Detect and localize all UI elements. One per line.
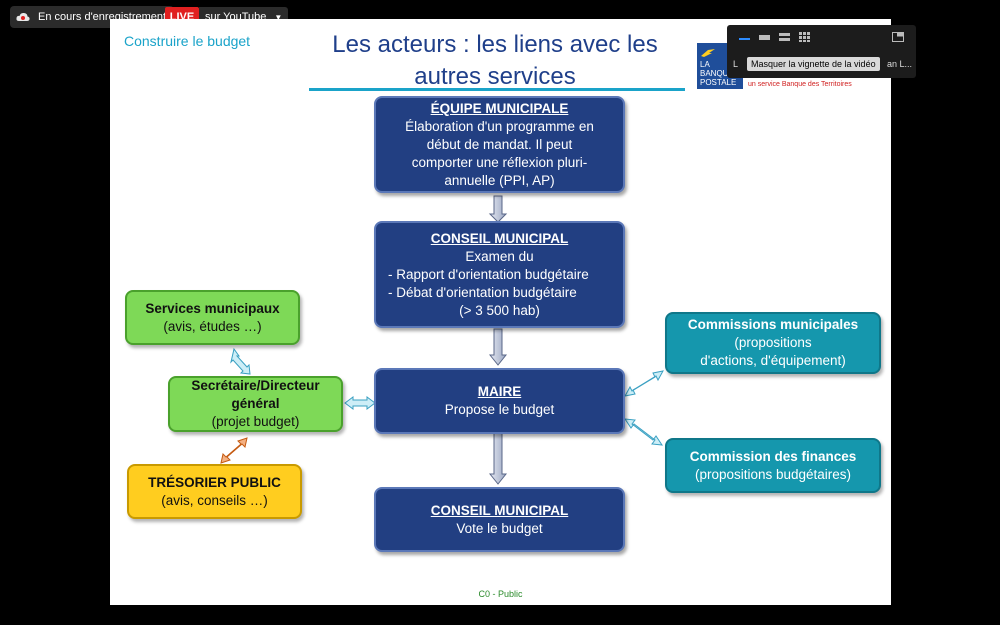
- box-commissions-municipales: Commissions municipales (propositions d'…: [665, 312, 881, 374]
- single-view-icon[interactable]: [759, 32, 770, 42]
- arrow-maire-commissions: [624, 370, 664, 397]
- grid-view-icon[interactable]: [799, 32, 810, 42]
- arrow-maire-finances: [623, 418, 664, 446]
- box-maire: MAIRE Propose le budget: [374, 368, 625, 434]
- slide-title: Les acteurs : les liens avec les autres …: [310, 29, 680, 93]
- box-conseil-municipal-examen: CONSEIL MUNICIPAL Examen du - Rapport d'…: [374, 221, 625, 328]
- chevron-down-icon: ▼: [274, 12, 283, 22]
- arrow-services-secretaire: [230, 347, 251, 375]
- arrow-secretaire-maire: [344, 396, 376, 410]
- participant-name: an L...: [887, 59, 913, 69]
- arrow-secretaire-tresorier: [220, 437, 248, 464]
- participant-name-left: L: [733, 59, 739, 69]
- box-secretaire-directeur: Secrétaire/Directeur général (projet bud…: [168, 376, 343, 432]
- presentation-slide: Construire le budget Les acteurs : les l…: [110, 19, 891, 605]
- box-conseil-municipal-vote: CONSEIL MUNICIPAL Vote le budget: [374, 487, 625, 552]
- slide-title-line1: Les acteurs : les liens avec les: [332, 31, 658, 58]
- classification-footer: C0 - Public: [478, 589, 523, 599]
- video-thumbnail-panel: L an L... Masquer la vignette de la vidé…: [727, 25, 916, 78]
- box-equipe-municipale: ÉQUIPE MUNICIPALE Élaboration d'un progr…: [374, 96, 625, 193]
- box-services-municipaux: Services municipaux (avis, études …): [125, 290, 300, 345]
- section-label: Construire le budget: [124, 33, 251, 49]
- hide-video-tooltip: Masquer la vignette de la vidéo: [747, 57, 880, 71]
- hide-video-icon[interactable]: [892, 32, 904, 42]
- slide-title-line2: autres services: [414, 63, 576, 90]
- arrow-down-equipe: [488, 195, 508, 223]
- arrow-down-conseil: [488, 328, 508, 366]
- box-commission-finances: Commission des finances (propositions bu…: [665, 438, 881, 493]
- video-view-toolbar: [739, 32, 810, 42]
- bird-logo-icon: [701, 49, 715, 57]
- cloud-record-icon: [16, 12, 30, 21]
- minimize-view-icon[interactable]: [739, 32, 750, 42]
- box-tresorier-public: TRÉSORIER PUBLIC (avis, conseils …): [127, 464, 302, 519]
- title-underline: [309, 88, 685, 91]
- arrow-down-maire: [488, 432, 508, 485]
- logo-tagline: un service Banque des Territoires: [748, 81, 852, 88]
- stacked-view-icon[interactable]: [779, 32, 790, 42]
